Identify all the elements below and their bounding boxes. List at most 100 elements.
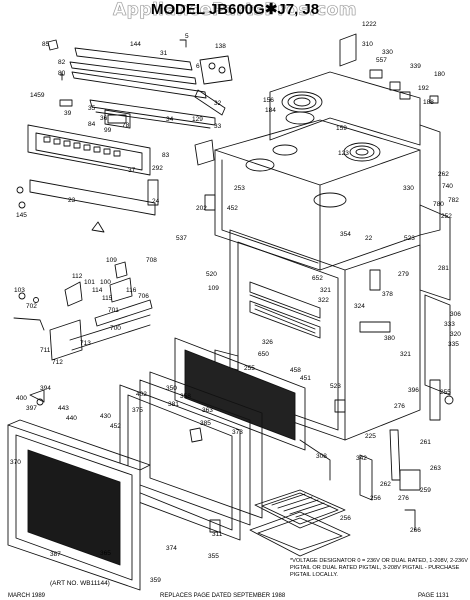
- callout-number: 259: [420, 487, 431, 494]
- callout-number: 262: [380, 481, 391, 488]
- art-number: (ART NO. WB11144): [50, 580, 110, 587]
- callout-number: 78: [122, 122, 130, 129]
- callout-number: 397: [26, 405, 37, 412]
- callout-number: 702: [26, 303, 37, 310]
- callout-number: 430: [100, 413, 111, 420]
- footer-date: MARCH 1989: [8, 593, 46, 599]
- callout-number: 396: [408, 387, 419, 394]
- callout-number: 129: [192, 116, 203, 123]
- callout-number: 32: [214, 100, 222, 107]
- watermark: AppliancePartsPros.com: [112, 0, 357, 20]
- callout-number: 375: [132, 407, 143, 414]
- element-and-terminal-parts: [299, 379, 454, 531]
- callout-number: 256: [340, 515, 351, 522]
- callout-number: 402: [136, 391, 147, 398]
- callout-number: 452: [227, 205, 238, 212]
- callout-number: 261: [420, 439, 431, 446]
- callout-number: 192: [418, 85, 429, 92]
- callout-number: 308: [316, 453, 327, 460]
- footer-replaces: REPLACES PAGE DATED SEPTEMBER 1988: [160, 593, 286, 599]
- callout-number: 320: [450, 331, 461, 338]
- callout-number: 114: [92, 287, 103, 294]
- callout-number: 188: [423, 99, 434, 106]
- callout-number: 342: [356, 455, 367, 462]
- callout-number: 370: [10, 459, 21, 466]
- callout-number: 84: [88, 121, 96, 128]
- callout-number: 1459: [30, 92, 45, 99]
- callout-number: 523: [404, 235, 415, 242]
- model-title: MODEL JB600G✱J7, J8: [150, 1, 320, 18]
- callout-number: 115: [102, 295, 113, 302]
- callout-number: 708: [146, 257, 157, 264]
- callout-number: 22: [365, 235, 373, 242]
- callout-number: 256: [370, 495, 381, 502]
- callout-number: 333: [444, 321, 455, 328]
- callout-number: 266: [410, 527, 421, 534]
- oven-cavity: [214, 204, 451, 441]
- callout-number: 35: [88, 105, 96, 112]
- callout-number: 6: [196, 63, 200, 70]
- callout-number: 109: [106, 257, 117, 264]
- callout-number: 138: [215, 43, 226, 50]
- callout-number: 83: [162, 152, 170, 159]
- callout-number: 116: [126, 287, 137, 294]
- callout-number: 452: [110, 423, 121, 430]
- callout-number: 387: [50, 551, 61, 558]
- callout-number: 276: [394, 403, 405, 410]
- callout-number: 652: [312, 275, 323, 282]
- callout-number: 180: [434, 71, 445, 78]
- callout-number: 330: [382, 49, 393, 56]
- callout-number: 252: [441, 213, 452, 220]
- callout-number: 354: [340, 231, 351, 238]
- callout-number: 740: [442, 183, 453, 190]
- broiler-pan: [249, 489, 351, 557]
- callout-number: 281: [438, 265, 449, 272]
- callout-number: 85: [42, 41, 50, 48]
- callout-number: 100: [100, 279, 111, 286]
- callout-number: 255: [244, 365, 255, 372]
- callout-number: 385: [200, 420, 211, 427]
- voltage-note: *VOLTAGE DESIGNATOR 0 = 236V OR DUAL RAT…: [290, 558, 468, 578]
- callout-number: 276: [398, 495, 409, 502]
- callout-number: 394: [40, 385, 51, 392]
- callout-number: 701: [108, 307, 119, 314]
- callout-number: 255: [440, 389, 451, 396]
- callout-number: 400: [16, 395, 27, 402]
- callout-number: 34: [166, 116, 174, 123]
- callout-number: 101: [84, 279, 95, 286]
- callout-number: 339: [410, 63, 421, 70]
- callout-number: 202: [196, 205, 207, 212]
- callout-number: 326: [262, 339, 273, 346]
- callout-number: 523: [330, 383, 341, 390]
- callout-number: 310: [362, 41, 373, 48]
- callout-number: 112: [72, 273, 83, 280]
- callout-number: 380: [384, 335, 395, 342]
- callout-number: 381: [168, 401, 179, 408]
- callout-number: 363: [202, 407, 213, 414]
- callout-number: 1222: [362, 21, 377, 28]
- callout-number: 322: [318, 297, 329, 304]
- callout-number: 123: [338, 150, 349, 157]
- callout-number: 520: [206, 271, 217, 278]
- callout-number: 99: [104, 127, 112, 134]
- callout-number: 321: [320, 287, 331, 294]
- callout-number: 145: [16, 212, 27, 219]
- callout-number: 782: [448, 197, 459, 204]
- cooktop-assembly: [214, 33, 441, 271]
- callout-number: 5: [185, 33, 189, 40]
- callout-number: 650: [258, 351, 269, 358]
- callout-number: 365: [100, 550, 111, 557]
- hinge-parts: [13, 261, 153, 361]
- callout-number: 713: [80, 340, 91, 347]
- callout-number: 37: [128, 167, 136, 174]
- callout-number: 263: [430, 465, 441, 472]
- callout-number: 780: [433, 201, 444, 208]
- callout-number: 159: [336, 125, 347, 132]
- bracket-parts: [91, 55, 233, 233]
- callout-number: 225: [365, 433, 376, 440]
- callout-number: 451: [300, 375, 311, 382]
- callout-number: 378: [382, 291, 393, 298]
- callout-number: 321: [400, 351, 411, 358]
- callout-number: 184: [265, 107, 276, 114]
